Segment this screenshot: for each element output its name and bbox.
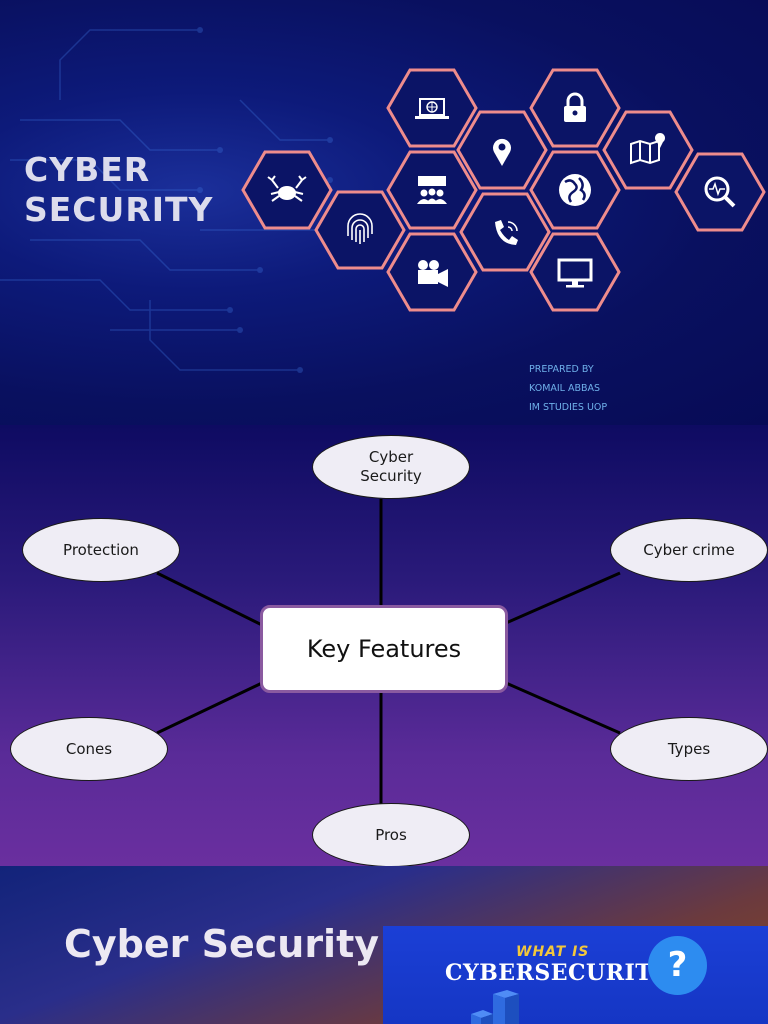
- credits: PREPARED BY KOMAIL ABBAS IM STUDIES UOP: [529, 360, 607, 417]
- thumb-what-is: WHAT IS: [516, 944, 590, 960]
- node-protection: Protection: [22, 518, 180, 582]
- node-cyber-crime-label: Cyber crime: [643, 540, 735, 559]
- lock-icon: [529, 68, 621, 148]
- node-protection-label: Protection: [63, 540, 139, 559]
- slide-cyber-security-title: CYBER SECURITY: [0, 0, 768, 425]
- globe-icon: [529, 150, 621, 230]
- mindmap-connectors: [156, 499, 621, 805]
- slide-cyber-security-intro: Cyber Security WHAT IS CYBERSECURITY ?: [0, 866, 768, 1024]
- node-cones: Cones: [10, 717, 168, 781]
- what-is-cybersecurity-image: WHAT IS CYBERSECURITY ?: [383, 926, 768, 1024]
- slide3-title: Cyber Security: [64, 922, 380, 966]
- node-types: Types: [610, 717, 768, 781]
- slide-key-features-mindmap: Cyber Security Protection Cyber crime Co…: [0, 425, 768, 866]
- monitor-icon: [529, 232, 621, 312]
- node-cones-label: Cones: [65, 739, 113, 758]
- phone-icon: [459, 192, 551, 272]
- map-icon: [602, 110, 694, 190]
- hexagon-icon-grid: [241, 68, 766, 312]
- node-top-line-1: Cyber: [368, 448, 414, 466]
- title-line-2: SECURITY: [24, 190, 214, 229]
- node-types-label: Types: [667, 739, 711, 758]
- circuit-board-background: [0, 27, 353, 373]
- thumb-cybersecurity: CYBERSECURITY: [445, 960, 669, 986]
- node-pros: Pros: [312, 803, 470, 866]
- credit-line-2: KOMAIL ABBAS: [529, 383, 601, 394]
- node-pros-label: Pros: [375, 825, 407, 844]
- credit-line-3: IM STUDIES UOP: [529, 402, 608, 413]
- credit-line-1: PREPARED BY: [529, 364, 594, 375]
- node-top-line-2: Security: [360, 467, 422, 485]
- node-cyber-crime: Cyber crime: [610, 518, 768, 582]
- camera-icon: [386, 232, 478, 312]
- crab-icon: [241, 150, 333, 230]
- team-icon: [386, 150, 478, 230]
- title-line-1: CYBER: [24, 150, 151, 189]
- search-pulse-icon: [674, 152, 766, 232]
- location-pin-icon: [456, 110, 548, 190]
- laptop-globe-icon: [386, 68, 478, 148]
- fingerprint-icon: [314, 190, 406, 270]
- question-mark-icon: ?: [648, 936, 707, 995]
- key-features-center: Key Features: [260, 605, 508, 693]
- slide1-title: CYBER SECURITY: [24, 150, 213, 230]
- cube-blocks-icon: [471, 990, 519, 1024]
- node-cyber-security: Cyber Security: [312, 435, 470, 499]
